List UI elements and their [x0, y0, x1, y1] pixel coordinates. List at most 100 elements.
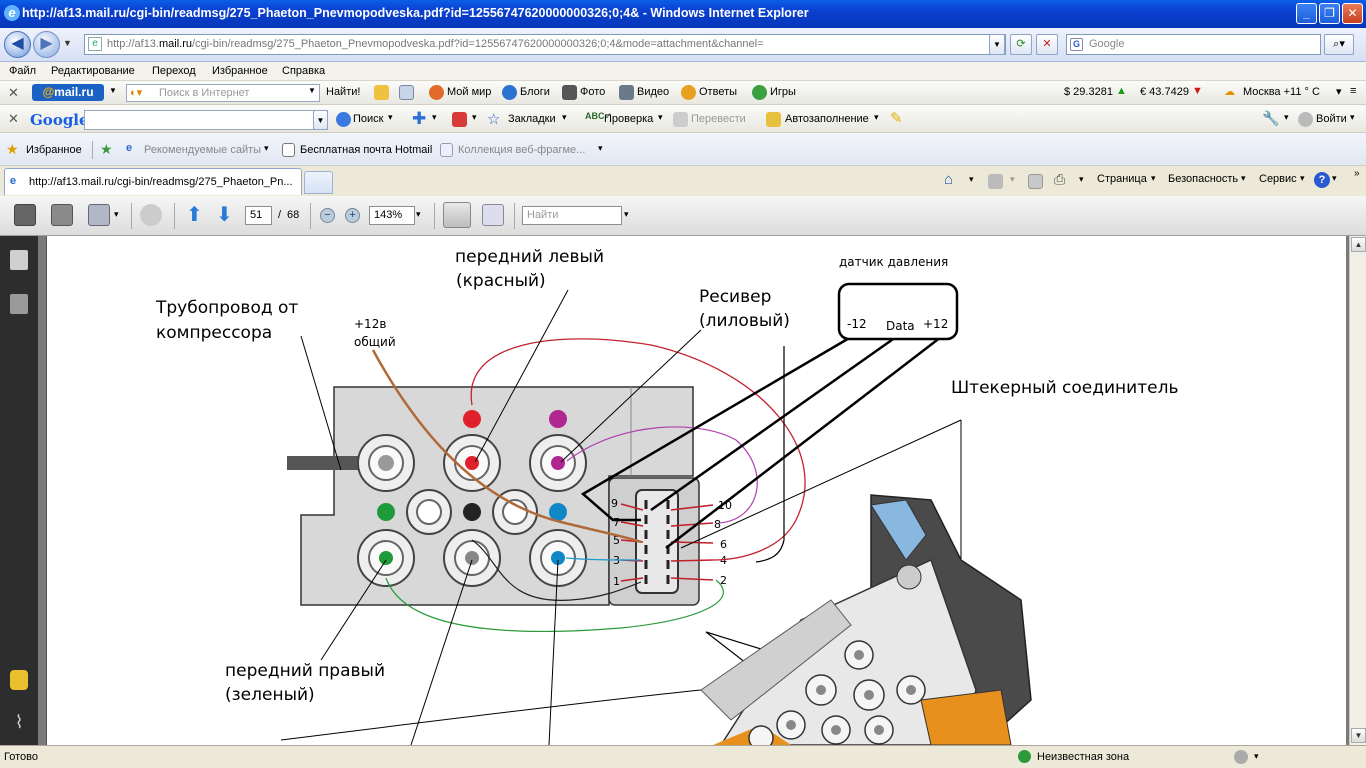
- menu-favorites[interactable]: Избранное: [212, 65, 268, 77]
- toolbar-menu-icon[interactable]: ≡: [1350, 85, 1357, 97]
- web-slices-dropdown-icon[interactable]: ▾: [598, 143, 603, 153]
- comments-panel-icon[interactable]: [10, 670, 28, 690]
- toolbar-more-icon[interactable]: ▾: [1336, 86, 1342, 98]
- scroll-up-icon[interactable]: ▲: [1351, 237, 1366, 252]
- mailru-logo[interactable]: @mail.ru: [32, 84, 104, 101]
- print-icon[interactable]: ⎙: [1054, 171, 1066, 187]
- address-dropdown-icon[interactable]: ▼: [989, 34, 1005, 55]
- fav-item-suggested-sites[interactable]: Рекомендуемые сайты: [144, 144, 262, 156]
- stop-icon[interactable]: ✕: [1036, 34, 1058, 55]
- security-zone[interactable]: Неизвестная зона: [1037, 751, 1130, 763]
- translate-button[interactable]: Перевести: [691, 113, 746, 125]
- home-dropdown-icon[interactable]: ▾: [969, 174, 974, 184]
- zoom-status-dropdown-icon[interactable]: ▾: [1254, 751, 1259, 761]
- bookmarks-dropdown-icon[interactable]: ▾: [562, 112, 567, 122]
- mailru-search-input[interactable]: Поиск в Интернет: [126, 84, 320, 102]
- pdf-find-dropdown-icon[interactable]: ▾: [624, 209, 629, 219]
- pdf-hand-tool-icon[interactable]: [140, 204, 162, 226]
- new-tab-button[interactable]: [304, 171, 333, 194]
- search-engine-icon[interactable]: ◐▾: [130, 87, 143, 99]
- minimize-button[interactable]: _: [1296, 3, 1317, 24]
- mailru-item-answers[interactable]: Ответы: [699, 86, 738, 98]
- menu-help[interactable]: Справка: [282, 65, 326, 77]
- scroll-down-icon[interactable]: ▼: [1351, 728, 1366, 743]
- paperclip-icon[interactable]: ⌇: [14, 712, 24, 732]
- maximize-button[interactable]: ❐: [1319, 3, 1340, 24]
- menu-file[interactable]: Файл: [9, 65, 37, 77]
- pdf-share-icon[interactable]: [88, 204, 110, 226]
- suggested-sites-dropdown-icon[interactable]: ▾: [264, 143, 269, 153]
- page-menu-dropdown-icon[interactable]: ▾: [1151, 173, 1156, 183]
- google-search-input[interactable]: [84, 110, 328, 130]
- close-button[interactable]: ✕: [1342, 3, 1363, 24]
- favorites-button[interactable]: Избранное: [26, 144, 82, 156]
- mail-icon[interactable]: [1028, 174, 1043, 189]
- close-google-toolbar-icon[interactable]: ✕: [8, 111, 19, 126]
- pencil-icon[interactable]: [374, 85, 389, 100]
- mailru-item-video[interactable]: Видео: [637, 86, 670, 98]
- page-number-input[interactable]: 51: [245, 206, 272, 225]
- history-dropdown-icon[interactable]: ▼: [63, 38, 72, 48]
- mailru-item-blogs[interactable]: Блоги: [520, 86, 550, 98]
- usd-rate[interactable]: $ 29.3281: [1064, 86, 1113, 98]
- zoom-dropdown-icon[interactable]: ▾: [416, 209, 421, 219]
- spellcheck-button[interactable]: Проверка: [604, 113, 654, 125]
- security-menu[interactable]: Безопасность: [1168, 173, 1239, 185]
- mailru-search-dropdown-icon[interactable]: ▼: [308, 86, 316, 95]
- popup-blocker-icon[interactable]: [452, 112, 467, 127]
- search-go-button[interactable]: ⌕▾: [1324, 34, 1354, 55]
- mailru-item-my-world[interactable]: Мой мир: [447, 86, 492, 98]
- weather-text[interactable]: Москва +11 ° C: [1243, 86, 1320, 98]
- commandbar-chevron-icon[interactable]: »: [1354, 168, 1360, 179]
- forward-button[interactable]: ▶: [33, 31, 60, 58]
- service-menu-dropdown-icon[interactable]: ▾: [1300, 173, 1305, 183]
- address-input[interactable]: http://af13.mail.ru/cgi-bin/readmsg/275_…: [84, 34, 1006, 55]
- plus-icon[interactable]: ✚: [412, 109, 427, 128]
- plus-dropdown-icon[interactable]: ▾: [432, 112, 437, 122]
- search-dropdown-icon[interactable]: ▾: [388, 112, 393, 122]
- tab-active[interactable]: http://af13.mail.ru/cgi-bin/readmsg/275_…: [4, 168, 302, 195]
- popup-dropdown-icon[interactable]: ▾: [472, 112, 477, 122]
- google-search-button[interactable]: Поиск: [353, 113, 384, 125]
- fit-width-icon[interactable]: [443, 202, 471, 228]
- feeds-icon[interactable]: [988, 174, 1003, 189]
- fit-page-icon[interactable]: [482, 204, 504, 226]
- mailru-menu-dropdown-icon[interactable]: ▼: [109, 86, 117, 95]
- pages-panel-icon[interactable]: [10, 250, 28, 270]
- highlighter-icon[interactable]: ✎: [890, 110, 903, 127]
- refresh-icon[interactable]: ⟳: [1010, 34, 1032, 55]
- mailru-find-button[interactable]: Найти!: [326, 86, 361, 98]
- mailru-item-photo[interactable]: Фото: [580, 86, 606, 98]
- eur-rate[interactable]: € 43.7429: [1140, 86, 1189, 98]
- page-menu[interactable]: Страница: [1097, 173, 1147, 185]
- fav-item-web-slices[interactable]: Коллекция веб-фрагме...: [458, 144, 586, 156]
- google-search-dropdown-icon[interactable]: ▼: [313, 110, 328, 130]
- pdf-share-dropdown-icon[interactable]: ▾: [114, 209, 119, 219]
- feeds-dropdown-icon[interactable]: ▾: [1010, 174, 1015, 184]
- bookmarks-button[interactable]: Закладки: [508, 113, 556, 125]
- pdf-save-icon[interactable]: [51, 204, 73, 226]
- attachments-panel-icon[interactable]: [10, 294, 28, 314]
- menu-go[interactable]: Переход: [152, 65, 196, 77]
- zoom-level-input[interactable]: 143%: [369, 206, 415, 225]
- back-button[interactable]: ◀: [4, 31, 31, 58]
- zoom-out-icon[interactable]: −: [320, 208, 335, 223]
- next-page-icon[interactable]: ⬇: [216, 204, 233, 226]
- signin-dropdown-icon[interactable]: ▾: [1350, 112, 1355, 122]
- spellcheck-dropdown-icon[interactable]: ▾: [658, 112, 663, 122]
- security-menu-dropdown-icon[interactable]: ▾: [1241, 173, 1246, 183]
- fav-item-hotmail[interactable]: Бесплатная почта Hotmail: [300, 144, 433, 156]
- mailru-item-games[interactable]: Игры: [770, 86, 796, 98]
- service-menu[interactable]: Сервис: [1259, 173, 1297, 185]
- search-input[interactable]: Google: [1066, 34, 1321, 55]
- home-icon[interactable]: ⌂: [944, 171, 954, 188]
- close-toolbar-icon[interactable]: ✕: [8, 85, 19, 100]
- autofill-button[interactable]: Автозаполнение: [785, 113, 869, 125]
- add-favorite-icon[interactable]: ★: [100, 141, 113, 157]
- page-icon-2[interactable]: [399, 85, 414, 100]
- signin-button[interactable]: Войти: [1316, 113, 1347, 125]
- previous-page-icon[interactable]: ⬆: [186, 204, 203, 226]
- print-dropdown-icon[interactable]: ▾: [1079, 174, 1084, 184]
- zoom-in-icon[interactable]: +: [345, 208, 360, 223]
- pdf-find-input[interactable]: Найти: [522, 206, 622, 225]
